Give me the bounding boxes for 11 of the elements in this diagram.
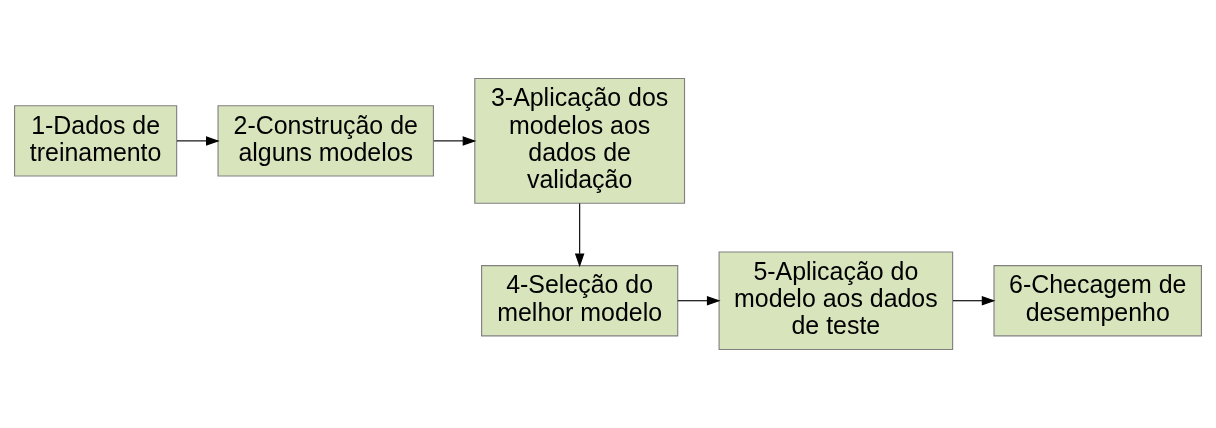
arrow: [574, 202, 585, 268]
arrow: [176, 136, 220, 146]
arrow: [677, 295, 721, 306]
node-box: 5-Aplicação do modelo aos dados de teste: [718, 251, 954, 351]
node-box: 4-Seleção do melhor modelo: [481, 265, 679, 337]
node-box: 3-Aplicação dos modelos aos dados de validação: [474, 77, 686, 204]
arrow: [952, 295, 996, 306]
node-box: 6-Checagem de desempenho: [993, 265, 1202, 337]
node-box: 1-Dados de treinamento: [14, 105, 178, 177]
arrow: [433, 136, 477, 146]
node-box: 2-Construção de alguns modelos: [217, 105, 434, 177]
